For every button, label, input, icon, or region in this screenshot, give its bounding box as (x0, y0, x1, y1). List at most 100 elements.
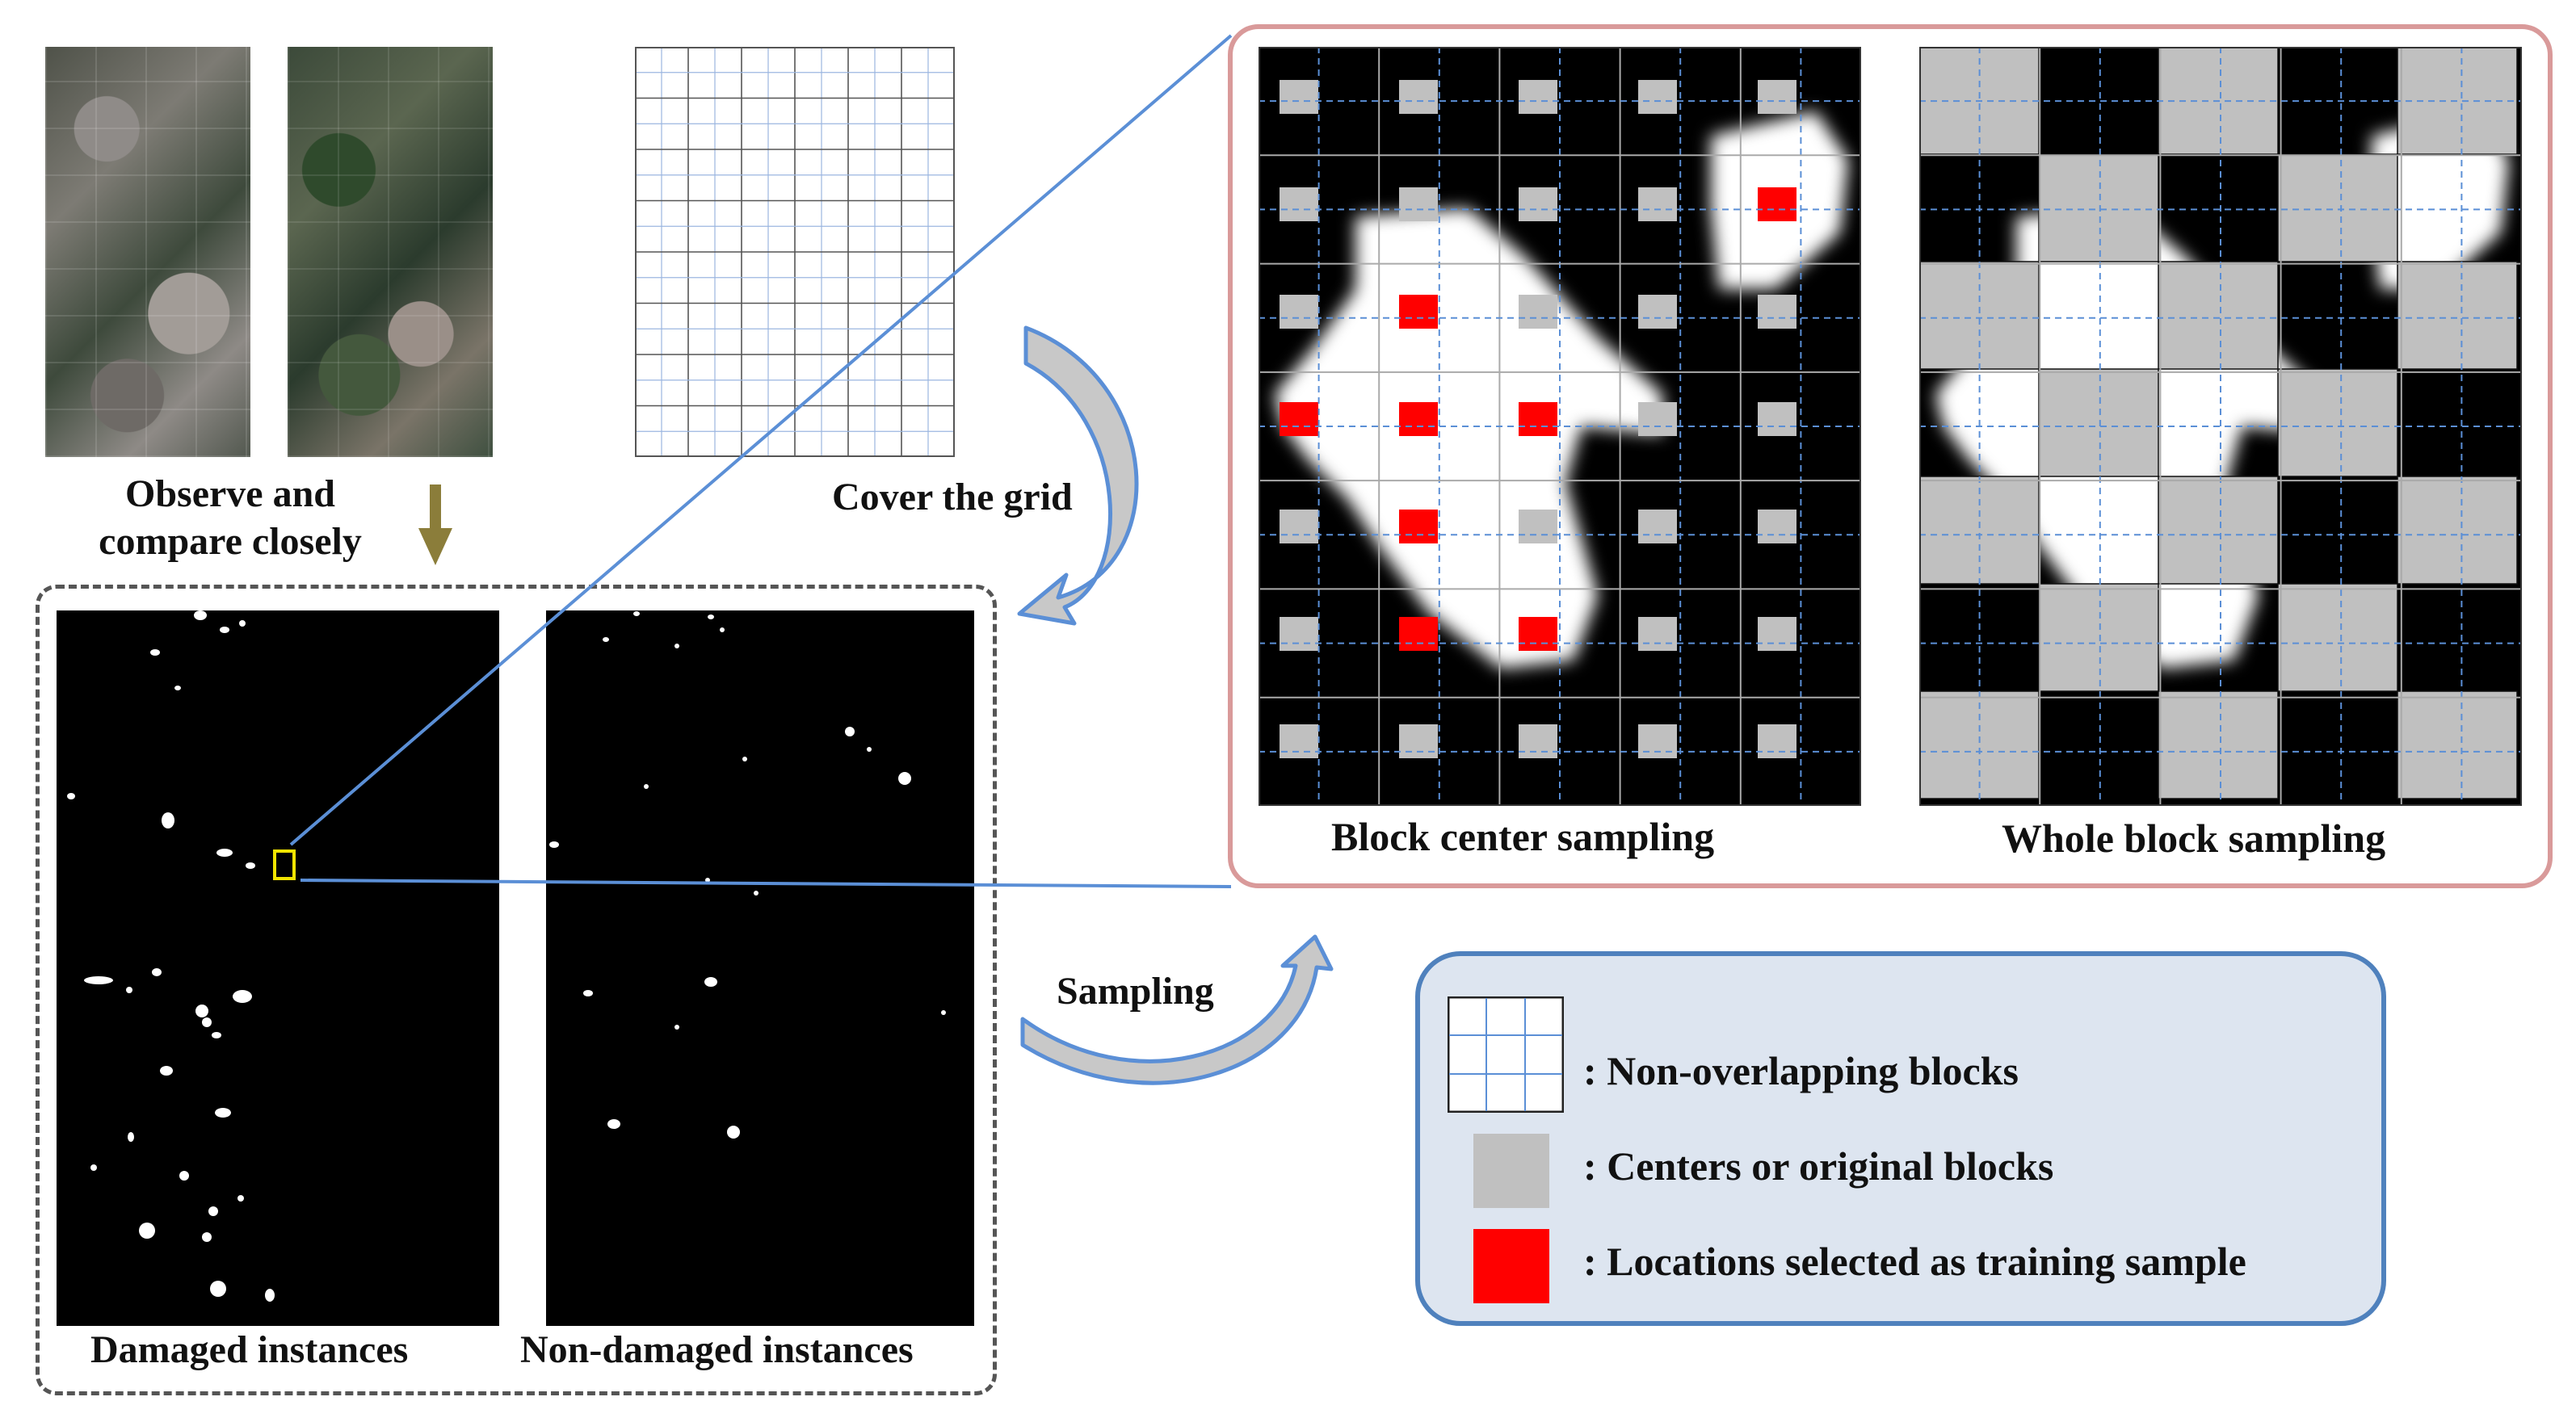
center-block (1519, 295, 1557, 329)
satellite-image-before (45, 47, 250, 457)
legend-gray-swatch (1473, 1134, 1549, 1208)
center-block (1638, 295, 1677, 329)
original-block (2158, 476, 2279, 585)
legend-box (1415, 951, 2386, 1326)
center-block (1399, 80, 1438, 114)
center-block (1758, 724, 1796, 758)
original-block (2158, 261, 2279, 370)
original-block (2038, 153, 2159, 262)
observe-label-line2: compare closely (99, 520, 362, 564)
damaged-instance-blob (212, 1032, 221, 1038)
non-damaged-instance-blob (583, 990, 593, 996)
non-damaged-instance-blob (674, 644, 679, 648)
center-block (1758, 295, 1796, 329)
original-block (1919, 690, 2040, 799)
original-block (2277, 153, 2398, 262)
center-block (1280, 187, 1318, 221)
damaged-instance-blob (90, 1164, 97, 1171)
damaged-instance-blob (67, 793, 75, 799)
original-block (2397, 690, 2518, 799)
center-block (1399, 724, 1438, 758)
damaged-instance-blob (202, 1017, 212, 1027)
center-block (1638, 510, 1677, 543)
non-damaged-instance-blob (704, 977, 717, 987)
non-damaged-instance-blob (644, 784, 649, 789)
original-block (2158, 690, 2279, 799)
non-damaged-instance-blob (727, 1126, 740, 1139)
original-block (2277, 368, 2398, 477)
original-block (2397, 476, 2518, 585)
non-damaged-instance-blob (549, 841, 559, 848)
non-damaged-instance-blob (941, 1010, 946, 1015)
cover-grid-label: Cover the grid (832, 476, 1073, 518)
original-block (2038, 368, 2159, 477)
damaged-instance-blob (239, 620, 246, 627)
center-block (1758, 617, 1796, 651)
non-damaged-mask (546, 610, 974, 1326)
center-block (1638, 80, 1677, 114)
damaged-instance-blob (128, 1132, 134, 1142)
selected-center-block (1399, 510, 1438, 543)
center-block (1519, 80, 1557, 114)
non-damaged-instance-blob (708, 615, 714, 619)
non-damaged-instance-blob (720, 627, 725, 632)
whole-block-label: Whole block sampling (2002, 816, 2386, 861)
observe-label-line1: Observe and (124, 472, 335, 515)
damaged-instance-blob (237, 1195, 244, 1202)
center-block (1638, 402, 1677, 436)
center-block (1758, 510, 1796, 543)
non-damaged-instance-blob (867, 747, 872, 752)
center-block (1280, 724, 1318, 758)
center-block (1758, 80, 1796, 114)
non-damaged-label: Non-damaged instances (520, 1328, 914, 1371)
legend-red-swatch (1473, 1229, 1549, 1303)
damaged-instance-blob (233, 990, 252, 1003)
down-arrow (418, 484, 452, 565)
damaged-instance-blob (194, 610, 207, 620)
damaged-label: Damaged instances (90, 1328, 409, 1371)
legend-text-red: : Locations selected as training sample (1583, 1239, 2246, 1284)
selected-center-block (1758, 187, 1796, 221)
non-damaged-instance-blob (607, 1119, 620, 1129)
block-center-sampling-grid (1259, 47, 1861, 806)
selected-center-block (1399, 617, 1438, 651)
non-damaged-instance-blob (633, 611, 640, 616)
damaged-instance-blob (160, 1066, 173, 1076)
center-block (1638, 724, 1677, 758)
center-block (1280, 80, 1318, 114)
damaged-instance-blob (179, 1171, 189, 1181)
original-block (2397, 261, 2518, 370)
damaged-instance-blob (265, 1289, 275, 1302)
damaged-mask (57, 610, 499, 1326)
observe-label: Observe and compare closely (48, 472, 412, 564)
center-block (1519, 724, 1557, 758)
damaged-instance-blob (202, 1232, 212, 1242)
center-block (1280, 295, 1318, 329)
whole-block-sampling-grid (1919, 47, 2522, 806)
cover-grid-thumbnail (635, 47, 955, 457)
damaged-instance-blob (195, 1005, 208, 1017)
original-block (1919, 476, 2040, 585)
damaged-instance-blob (246, 862, 255, 869)
center-block (1638, 187, 1677, 221)
non-damaged-instance-blob (705, 878, 710, 883)
center-block (1638, 617, 1677, 651)
damaged-instance-blob (152, 968, 162, 976)
non-damaged-instance-blob (674, 1025, 679, 1030)
satellite-image-after (288, 47, 493, 457)
selected-center-block (1519, 617, 1557, 651)
damaged-instance-blob (150, 649, 160, 656)
damaged-instance-blob (208, 1206, 218, 1216)
original-block (2038, 583, 2159, 692)
damaged-instance-blob (220, 627, 229, 633)
non-damaged-instance-blob (898, 772, 911, 785)
center-block (1519, 510, 1557, 543)
damaged-instance-blob (216, 849, 233, 857)
legend-text-gray: : Centers or original blocks (1583, 1143, 2054, 1189)
damaged-instance-blob (84, 976, 113, 984)
damaged-instance-blob (162, 812, 174, 828)
damaged-instance-blob (210, 1281, 226, 1297)
damaged-instance-blob (215, 1108, 231, 1118)
center-block (1280, 617, 1318, 651)
